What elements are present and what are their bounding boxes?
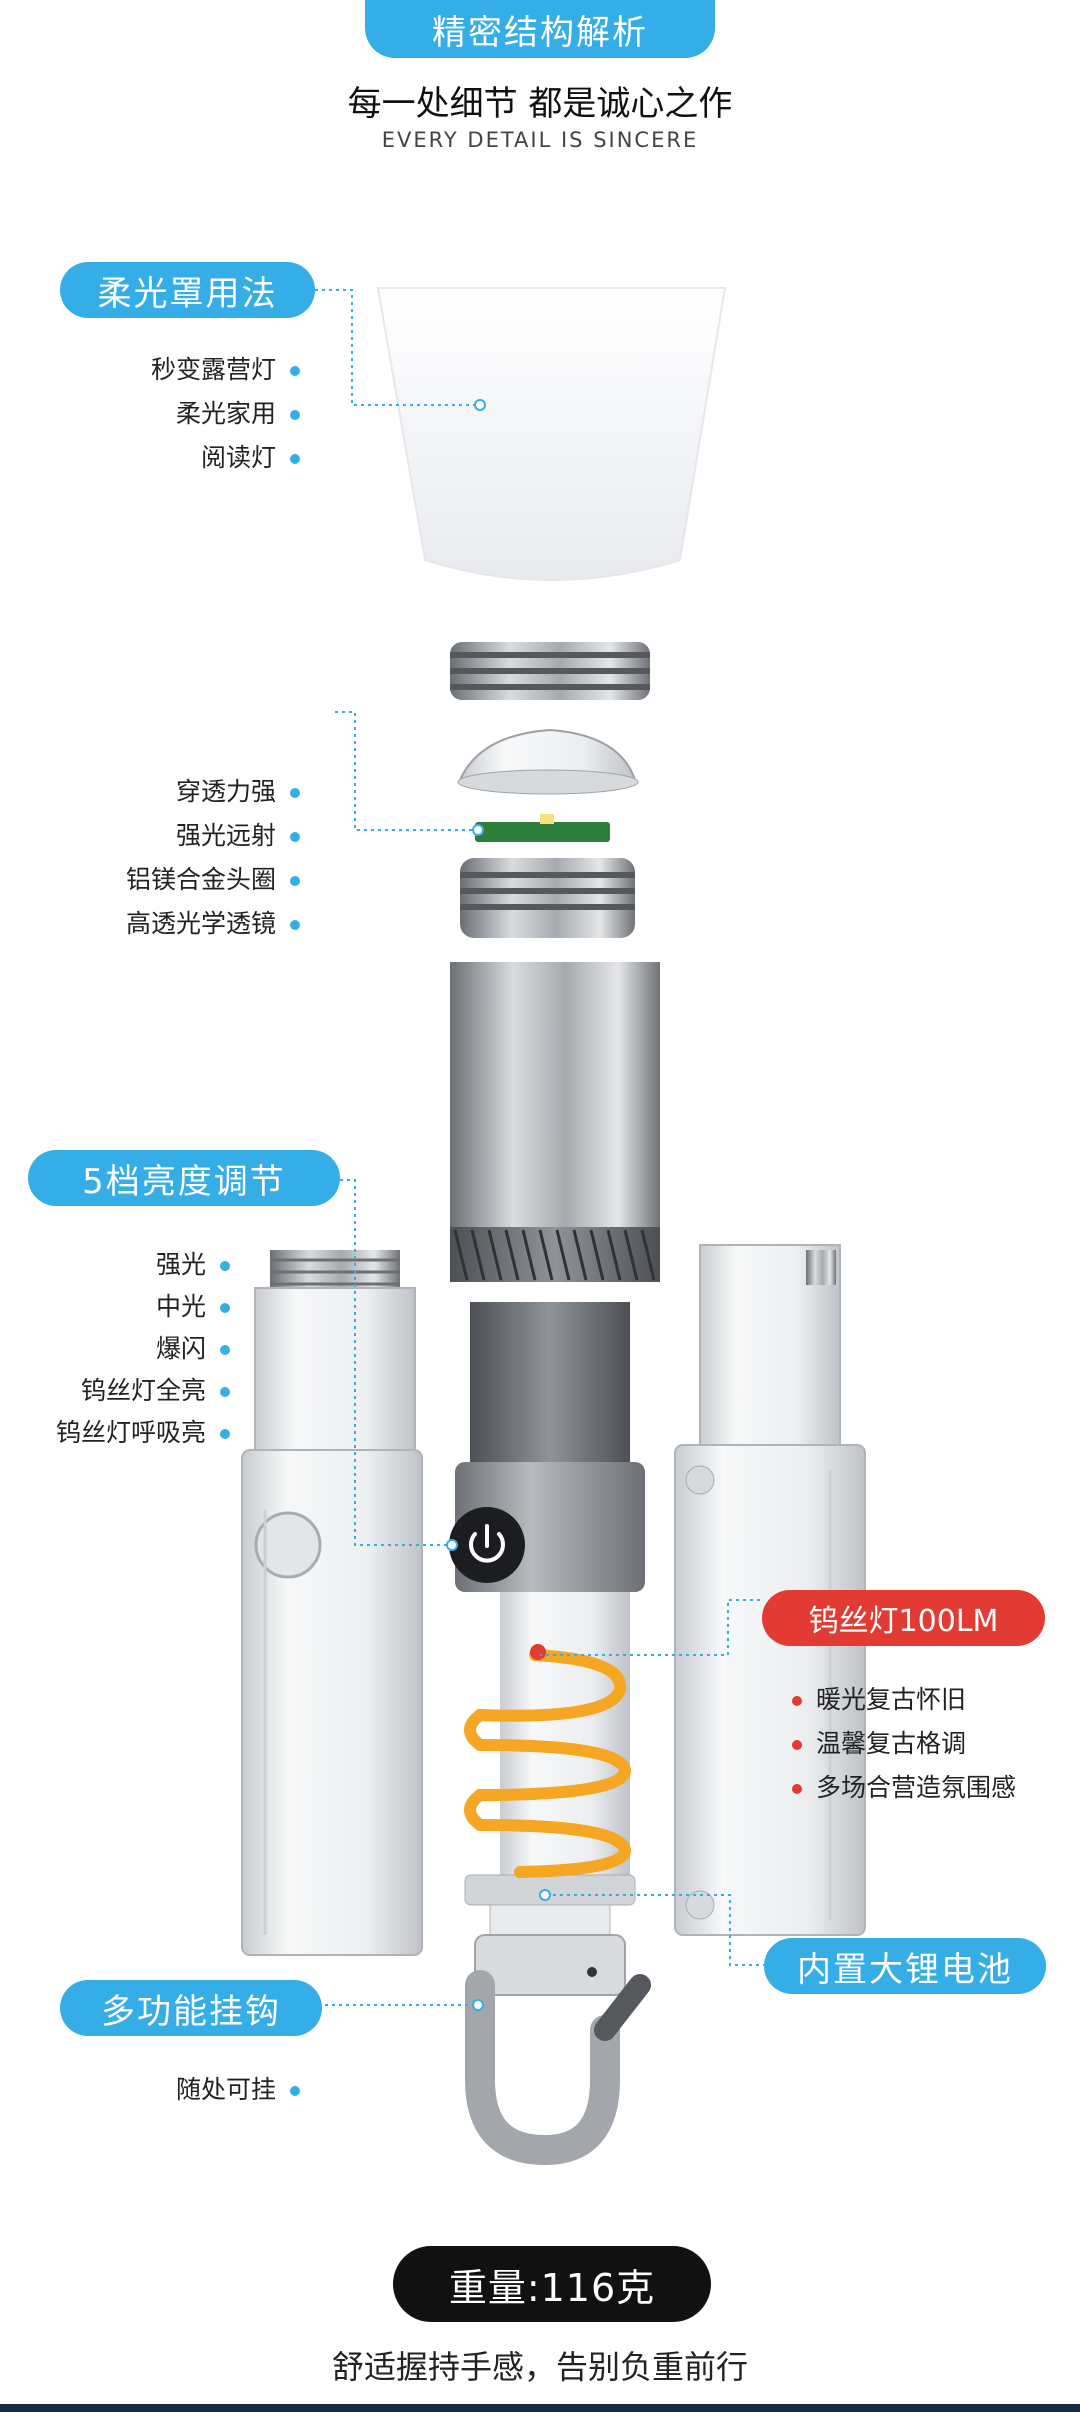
page-subtitle-en: EVERY DETAIL IS SINCERE	[381, 128, 699, 152]
brightness-label: 5档亮度调节	[28, 1150, 340, 1206]
list-item: 强光远射	[176, 816, 300, 852]
diffuser-cup	[376, 287, 727, 581]
filament-features: 暖光复古怀旧 温馨复古格调 多场合营造氛围感	[792, 1680, 1072, 1810]
led-board	[475, 822, 610, 842]
diffuser-label: 柔光罩用法	[60, 262, 315, 318]
filament-coil	[464, 1649, 632, 1878]
list-item: 多场合营造氛围感	[792, 1768, 1016, 1804]
optical-lens	[458, 728, 637, 781]
hook-features: 随处可挂	[0, 2070, 300, 2110]
brightness-features: 强光 中光 爆闪 钨丝灯全亮 钨丝灯呼吸亮	[0, 1245, 230, 1455]
head-tube	[450, 962, 660, 1227]
battery-label: 内置大锂电池	[764, 1938, 1046, 1994]
page-title: 精密结构解析	[365, 0, 715, 58]
head-ring	[460, 858, 635, 938]
list-item: 钨丝灯全亮	[81, 1371, 230, 1407]
list-item: 随处可挂	[176, 2070, 300, 2106]
footer-tagline: 舒适握持手感，告别负重前行	[331, 2348, 748, 2386]
list-item: 中光	[156, 1287, 230, 1323]
hook-label: 多功能挂钩	[60, 1980, 322, 2036]
list-item: 秒变露营灯	[151, 350, 300, 386]
list-item: 柔光家用	[176, 394, 300, 430]
list-item: 阅读灯	[201, 438, 300, 474]
list-item: 爆闪	[156, 1329, 230, 1365]
bottom-divider	[0, 2404, 1080, 2412]
list-item: 温馨复古格调	[792, 1724, 966, 1760]
list-item: 穿透力强	[176, 772, 300, 808]
head-features: 穿透力强 强光远射 铝镁合金头圈 高透光学透镜	[0, 772, 300, 942]
weight-badge: 重量:116克	[393, 2246, 711, 2322]
page-subtitle: 每一处细节 都是诚心之作	[347, 84, 733, 124]
knurled-ring	[450, 1227, 660, 1282]
list-item: 暖光复古怀旧	[792, 1680, 966, 1716]
list-item: 高透光学透镜	[126, 904, 300, 940]
list-item: 铝镁合金头圈	[126, 860, 300, 896]
hook-carabiner	[465, 1934, 651, 2166]
filament-label: 钨丝灯100LM	[762, 1590, 1045, 1646]
power-button-icon[interactable]	[449, 1507, 525, 1583]
list-item: 钨丝灯呼吸亮	[56, 1413, 230, 1449]
list-item: 强光	[156, 1245, 230, 1281]
diffuser-features: 秒变露营灯 柔光家用 阅读灯	[0, 350, 300, 472]
left-clear-shell	[241, 1250, 423, 1956]
leader-lines	[315, 289, 780, 2006]
thread-ring	[450, 642, 650, 700]
